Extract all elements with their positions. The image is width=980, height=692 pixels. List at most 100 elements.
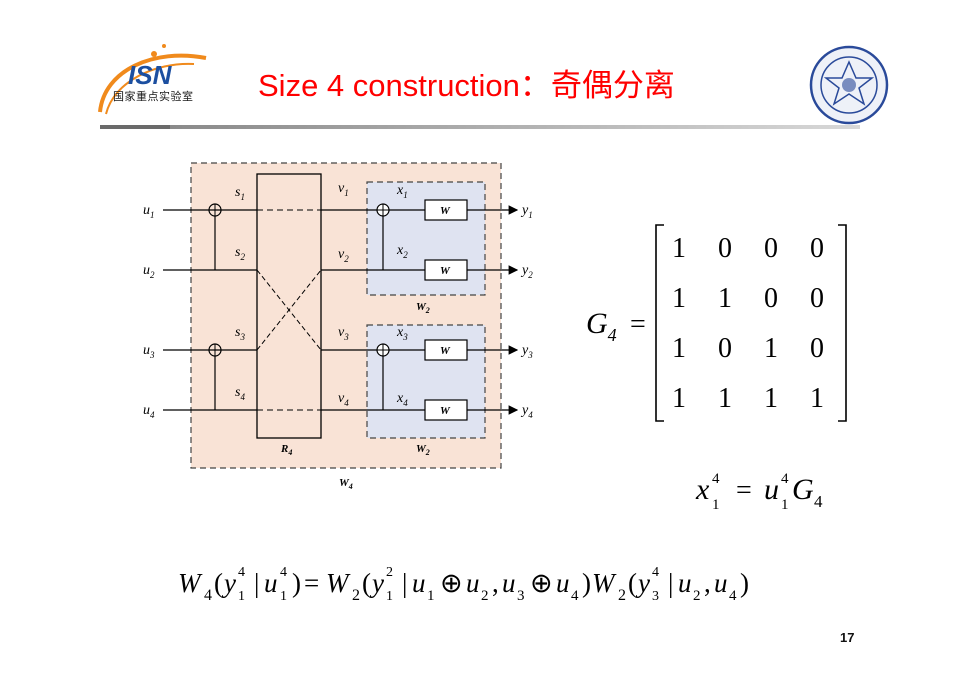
svg-text:u: u	[466, 568, 480, 598]
svg-text:1: 1	[280, 589, 287, 604]
svg-text:4: 4	[652, 565, 659, 580]
svg-text:): )	[740, 568, 749, 598]
encoder-diagram: W W W W u1 u2 u3 u4 y1 y2 y3 y4 s1 s2 s3…	[143, 162, 533, 491]
svg-text:3: 3	[517, 588, 525, 604]
w-label-4: W	[440, 405, 451, 417]
svg-text:W: W	[326, 568, 351, 598]
matrix-cell: 1	[718, 383, 732, 414]
svg-text:=: =	[736, 475, 752, 506]
svg-text:y4: y4	[520, 403, 533, 420]
svg-text:s2: s2	[235, 245, 245, 262]
svg-text:3: 3	[652, 589, 659, 604]
title-rule	[170, 125, 860, 129]
svg-text:G: G	[792, 473, 814, 506]
matrix-cell: 1	[764, 333, 778, 364]
svg-text:(: (	[628, 568, 637, 598]
svg-text:1: 1	[781, 497, 789, 513]
svg-text:(: (	[362, 568, 371, 598]
svg-text:s4: s4	[235, 385, 245, 402]
svg-text:y3: y3	[520, 343, 533, 360]
svg-text:=: =	[304, 568, 319, 598]
svg-text:u4: u4	[143, 403, 155, 420]
matrix-cell: 1	[672, 383, 686, 414]
svg-text:⊕: ⊕	[440, 568, 463, 598]
svg-text:4: 4	[781, 471, 789, 487]
svg-text:2: 2	[352, 587, 360, 604]
svg-text:(: (	[214, 568, 223, 598]
matrix-cell: 1	[810, 383, 824, 414]
svg-text:4: 4	[712, 471, 720, 487]
svg-text:u2: u2	[143, 263, 155, 280]
logo-caption: 国家重点实验室	[113, 90, 194, 103]
svg-text:|: |	[668, 568, 673, 598]
svg-text:4: 4	[204, 587, 212, 604]
svg-text:s3: s3	[235, 325, 245, 342]
svg-text:|: |	[254, 568, 259, 598]
svg-text:y: y	[635, 568, 650, 598]
matrix-cell: 1	[672, 233, 686, 264]
svg-text:y1: y1	[520, 203, 533, 220]
matrix-cell: 0	[810, 233, 824, 264]
svg-text:1: 1	[386, 589, 393, 604]
svg-text:): )	[292, 568, 301, 598]
w-label-2: W	[440, 265, 451, 277]
svg-text:v2: v2	[338, 247, 349, 264]
svg-text:,: ,	[704, 568, 711, 598]
matrix-cell: 0	[810, 333, 824, 364]
svg-text:1: 1	[712, 497, 720, 513]
svg-text:v1: v1	[338, 181, 349, 198]
matrix-cell: 0	[718, 233, 732, 264]
svg-text:): )	[582, 568, 591, 598]
svg-text:G4: G4	[586, 307, 617, 345]
matrix-cell: 0	[764, 283, 778, 314]
r4-box	[256, 173, 322, 439]
svg-text:⊕: ⊕	[530, 568, 553, 598]
svg-text:4: 4	[729, 588, 737, 604]
svg-text:2: 2	[481, 588, 489, 604]
svg-text:v4: v4	[338, 391, 349, 408]
svg-text:=: =	[630, 309, 646, 340]
svg-text:y: y	[369, 568, 384, 598]
svg-text:u: u	[764, 473, 779, 506]
svg-text:,: ,	[492, 568, 499, 598]
page-number: 17	[840, 630, 855, 645]
title-rule-left	[100, 125, 170, 129]
svg-text:4: 4	[280, 565, 287, 580]
svg-text:x: x	[695, 473, 710, 506]
w-label-1: W	[440, 205, 451, 217]
svg-text:2: 2	[693, 588, 701, 604]
matrix-cell: 1	[672, 283, 686, 314]
svg-text:y2: y2	[520, 263, 533, 280]
logo-letters: ISN	[128, 60, 173, 90]
svg-text:4: 4	[571, 588, 579, 604]
svg-text:W4: W4	[339, 477, 353, 491]
svg-text:1: 1	[238, 589, 245, 604]
isn-logo: ISN	[98, 44, 207, 115]
svg-text:1: 1	[427, 588, 435, 604]
svg-text:u: u	[502, 568, 516, 598]
svg-text:W: W	[592, 568, 617, 598]
svg-text:u: u	[714, 568, 728, 598]
matrix-cell: 1	[764, 383, 778, 414]
svg-text:x1: x1	[396, 183, 408, 200]
svg-text:4: 4	[238, 565, 245, 580]
svg-text:u1: u1	[143, 203, 155, 220]
svg-text:2: 2	[386, 565, 393, 580]
svg-text:2: 2	[618, 587, 626, 604]
page-title: Size 4 construction：奇偶分离	[258, 68, 675, 103]
svg-text:u: u	[264, 568, 278, 598]
svg-text:u3: u3	[143, 343, 155, 360]
svg-text:s1: s1	[235, 185, 245, 202]
svg-text:|: |	[402, 568, 407, 598]
svg-text:y: y	[221, 568, 236, 598]
matrix-cell: 1	[672, 333, 686, 364]
encoding-equation: x 4 1 = u 4 1 G 4	[695, 471, 823, 513]
matrix-cell: 0	[718, 333, 732, 364]
svg-text:u: u	[412, 568, 426, 598]
university-seal	[809, 45, 889, 125]
svg-text:u: u	[678, 568, 692, 598]
matrix-cell: 0	[810, 283, 824, 314]
svg-text:u: u	[556, 568, 570, 598]
